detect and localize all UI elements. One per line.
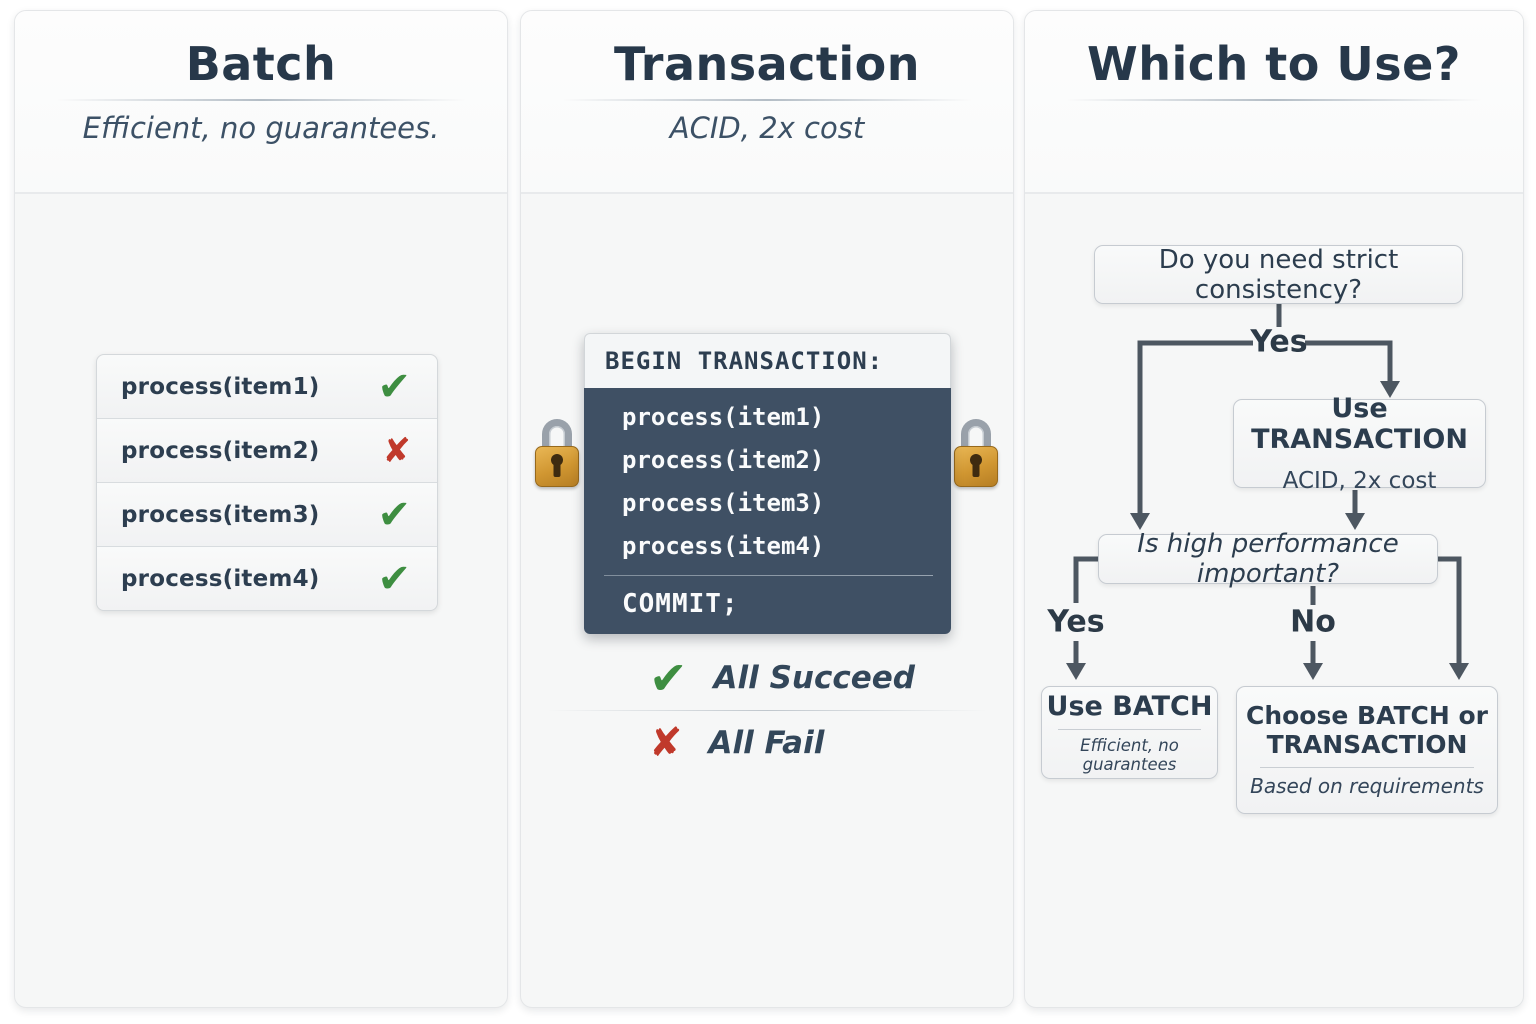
title-underline bbox=[1067, 99, 1481, 101]
lock-body bbox=[954, 446, 998, 487]
flow-label-yes: Yes bbox=[1047, 604, 1105, 640]
keyhole bbox=[970, 454, 982, 466]
flow-box-title-line2: TRANSACTION bbox=[1266, 730, 1468, 759]
batch-call-code: process(item4) bbox=[121, 565, 320, 592]
lock-shackle bbox=[961, 419, 991, 457]
outcome-label: All Fail bbox=[708, 725, 825, 761]
flow-box-performance-question: Is high performance important? bbox=[1098, 529, 1438, 589]
batch-call-row: process(item1) ✔ bbox=[97, 355, 437, 419]
flow-box-choose-either: Choose BATCH or TRANSACTION Based on req… bbox=[1236, 686, 1498, 814]
title-underline bbox=[563, 99, 971, 101]
flow-box-rule bbox=[1260, 766, 1474, 768]
batch-call-row: process(item2) ✘ bbox=[97, 419, 437, 483]
flow-label-no: No bbox=[1290, 604, 1336, 640]
batch-call-code: process(item2) bbox=[121, 437, 320, 464]
flow-box-title-line1: Choose BATCH or bbox=[1245, 701, 1489, 731]
batch-call-code: process(item3) bbox=[121, 501, 320, 528]
check-icon: ✔ bbox=[377, 555, 411, 602]
cross-icon: ✘ bbox=[382, 430, 412, 471]
code-line: process(item2) bbox=[622, 446, 825, 474]
code-block-body: process(item1) process(item2) process(it… bbox=[584, 388, 951, 634]
flow-box-subtitle: ACID, 2x cost bbox=[1282, 468, 1437, 495]
question-text: Do you need strict consistency? bbox=[1158, 244, 1399, 305]
decision-panel: Which to Use? bbox=[1024, 10, 1524, 1008]
batch-panel-header: Batch Efficient, no guarantees. bbox=[15, 11, 507, 194]
title-underline bbox=[57, 99, 465, 101]
batch-subtitle: Efficient, no guarantees. bbox=[82, 111, 440, 145]
flow-box-title: Use BATCH bbox=[1046, 690, 1213, 722]
lock-body bbox=[535, 446, 579, 487]
transaction-panel-header: Transaction ACID, 2x cost bbox=[521, 11, 1013, 194]
decision-title: Which to Use? bbox=[1086, 37, 1461, 91]
code-divider bbox=[604, 575, 933, 576]
check-icon: ✔ bbox=[649, 651, 688, 705]
check-icon: ✔ bbox=[377, 491, 411, 538]
transaction-code-block: BEGIN TRANSACTION: process(item1) proces… bbox=[584, 333, 951, 634]
decision-flowchart: Do you need strict consistency? Yes Use … bbox=[1025, 11, 1523, 1007]
outcome-label: All Succeed bbox=[713, 660, 915, 696]
code-line: process(item4) bbox=[622, 532, 825, 560]
outcome-row-fail: ✘ All Fail bbox=[521, 716, 1013, 770]
keyhole bbox=[551, 454, 563, 466]
lock-icon bbox=[954, 419, 998, 487]
cross-icon: ✘ bbox=[649, 720, 683, 766]
transaction-outcomes: ✔ All Succeed ✘ All Fail bbox=[521, 651, 1013, 770]
flow-box-subtitle: Efficient, no guarantees bbox=[1080, 736, 1179, 775]
batch-call-row: process(item3) ✔ bbox=[97, 483, 437, 547]
question-text: Is high performance important? bbox=[1137, 529, 1399, 589]
code-commit-line: COMMIT; bbox=[622, 589, 739, 619]
transaction-subtitle: ACID, 2x cost bbox=[669, 111, 865, 145]
code-line: process(item3) bbox=[622, 489, 825, 517]
batch-panel: Batch Efficient, no guarantees. process(… bbox=[14, 10, 508, 1008]
flow-box-use-batch: Use BATCH Efficient, no guarantees bbox=[1041, 686, 1218, 779]
lock-shackle bbox=[542, 419, 572, 457]
transaction-title: Transaction bbox=[613, 37, 921, 91]
flow-box-title: Use TRANSACTION bbox=[1251, 392, 1468, 455]
flow-box-consistency-question: Do you need strict consistency? bbox=[1094, 244, 1463, 305]
outcome-divider bbox=[547, 710, 987, 711]
code-block-header: BEGIN TRANSACTION: bbox=[584, 333, 951, 388]
decision-panel-header: Which to Use? bbox=[1025, 11, 1523, 194]
batch-title: Batch bbox=[185, 37, 337, 91]
flow-label-yes-root: Yes bbox=[1250, 324, 1308, 360]
check-icon: ✔ bbox=[377, 363, 411, 410]
flow-box-use-transaction: Use TRANSACTION ACID, 2x cost bbox=[1233, 393, 1486, 494]
transaction-panel: Transaction ACID, 2x cost BEGIN TRANSACT… bbox=[520, 10, 1014, 1008]
batch-call-list: process(item1) ✔ process(item2) ✘ proces… bbox=[96, 354, 438, 611]
outcome-row-succeed: ✔ All Succeed bbox=[521, 651, 1013, 705]
code-line: process(item1) bbox=[622, 403, 825, 431]
flow-box-subtitle: Based on requirements bbox=[1250, 773, 1484, 798]
batch-call-row: process(item4) ✔ bbox=[97, 547, 437, 610]
batch-call-code: process(item1) bbox=[121, 373, 320, 400]
flow-connectors-svg bbox=[1066, 296, 1469, 680]
flow-box-rule bbox=[1057, 729, 1202, 731]
lock-icon bbox=[535, 419, 579, 487]
